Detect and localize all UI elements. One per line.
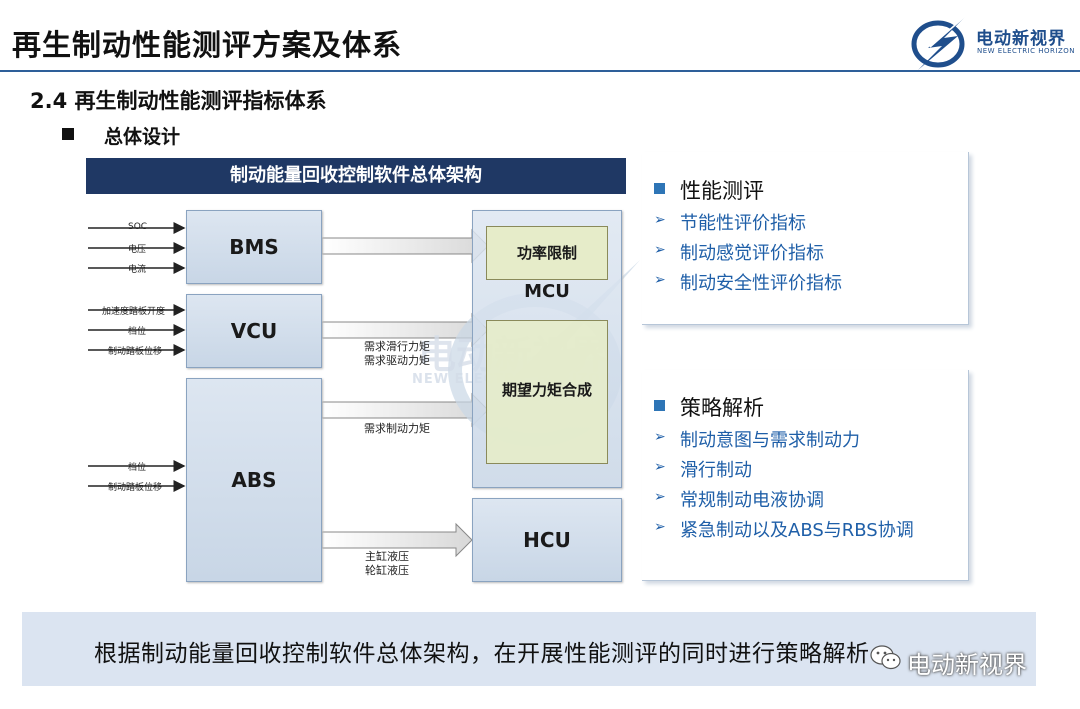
performance-item: 制动安全性评价指标 bbox=[680, 273, 842, 294]
chevron-right-icon: ➢ bbox=[654, 489, 666, 505]
logo-icon bbox=[911, 11, 971, 70]
abs-module: ABS bbox=[186, 378, 322, 582]
strategy-heading: 策略解析 bbox=[680, 396, 764, 420]
input-label: SOC bbox=[128, 222, 148, 232]
strategy-panel bbox=[642, 370, 969, 581]
summary-box bbox=[22, 612, 1036, 686]
wechat-icon bbox=[870, 645, 901, 670]
diagram-connectors bbox=[88, 222, 489, 558]
vcu-module: VCU bbox=[186, 294, 322, 368]
input-label: 制动踏板位移 bbox=[108, 347, 163, 357]
bms-module: BMS bbox=[186, 210, 322, 284]
input-label: 档位 bbox=[128, 463, 147, 473]
flow-label-line: 需求驱动力矩 bbox=[364, 354, 430, 367]
square-bullet-icon bbox=[62, 128, 74, 140]
flow-label-line: 主缸液压 bbox=[365, 550, 409, 563]
input-label: 电流 bbox=[128, 265, 147, 275]
logo-subtext: NEW ELECTRIC HORIZON bbox=[977, 47, 1075, 55]
logo-text: 电动新视界 bbox=[976, 29, 1066, 49]
input-label: 制动踏板位移 bbox=[108, 483, 163, 493]
strategy-item: 制动意图与需求制动力 bbox=[680, 430, 860, 451]
diagram-banner: 制动能量回收控制软件总体架构 bbox=[86, 158, 626, 194]
input-label: 加速度踏板开度 bbox=[102, 307, 166, 317]
flow-label-line: 需求滑行力矩 bbox=[364, 340, 430, 353]
performance-item: 节能性评价指标 bbox=[680, 213, 806, 234]
hcu-module: HCU bbox=[472, 498, 622, 582]
overall-design-heading: 总体设计 bbox=[104, 126, 181, 148]
performance-panel bbox=[642, 152, 969, 325]
summary-text: 根据制动能量回收控制软件总体架构，在开展性能测评的同时进行策略解析 bbox=[94, 641, 870, 667]
input-label: 电压 bbox=[128, 245, 147, 255]
flow-label-line: 轮缸液压 bbox=[365, 564, 409, 577]
square-bullet-icon bbox=[654, 400, 665, 411]
chevron-right-icon: ➢ bbox=[654, 212, 666, 228]
performance-item: 制动感觉评价指标 bbox=[680, 243, 824, 264]
section-subtitle: 2.4 再生制动性能测评指标体系 bbox=[30, 89, 327, 113]
square-bullet-icon bbox=[654, 183, 665, 194]
flow-label: 需求制动力矩 bbox=[352, 422, 442, 436]
chevron-right-icon: ➢ bbox=[654, 429, 666, 445]
chevron-right-icon: ➢ bbox=[654, 459, 666, 475]
strategy-item: 滑行制动 bbox=[680, 460, 752, 481]
strategy-item: 常规制动电液协调 bbox=[680, 490, 824, 511]
watermark-text: 电动新视界 bbox=[907, 651, 1027, 679]
chevron-right-icon: ➢ bbox=[654, 272, 666, 288]
flow-label: 主缸液压 轮缸液压 bbox=[352, 550, 422, 578]
strategy-item: 紧急制动以及ABS与RBS协调 bbox=[680, 520, 914, 541]
power-limit-box: 功率限制 bbox=[486, 226, 608, 280]
flow-label: 需求滑行力矩 需求驱动力矩 bbox=[352, 340, 442, 368]
mcu-label: MCU bbox=[524, 281, 570, 302]
flow-label-line: 需求制动力矩 bbox=[364, 422, 430, 435]
performance-heading: 性能测评 bbox=[680, 179, 764, 203]
title-divider bbox=[0, 70, 1080, 72]
input-label: 档位 bbox=[128, 327, 147, 337]
chevron-right-icon: ➢ bbox=[654, 242, 666, 258]
chevron-right-icon: ➢ bbox=[654, 519, 666, 535]
torque-synthesis-box: 期望力矩合成 bbox=[486, 320, 608, 464]
page-title: 再生制动性能测评方案及体系 bbox=[12, 28, 403, 62]
